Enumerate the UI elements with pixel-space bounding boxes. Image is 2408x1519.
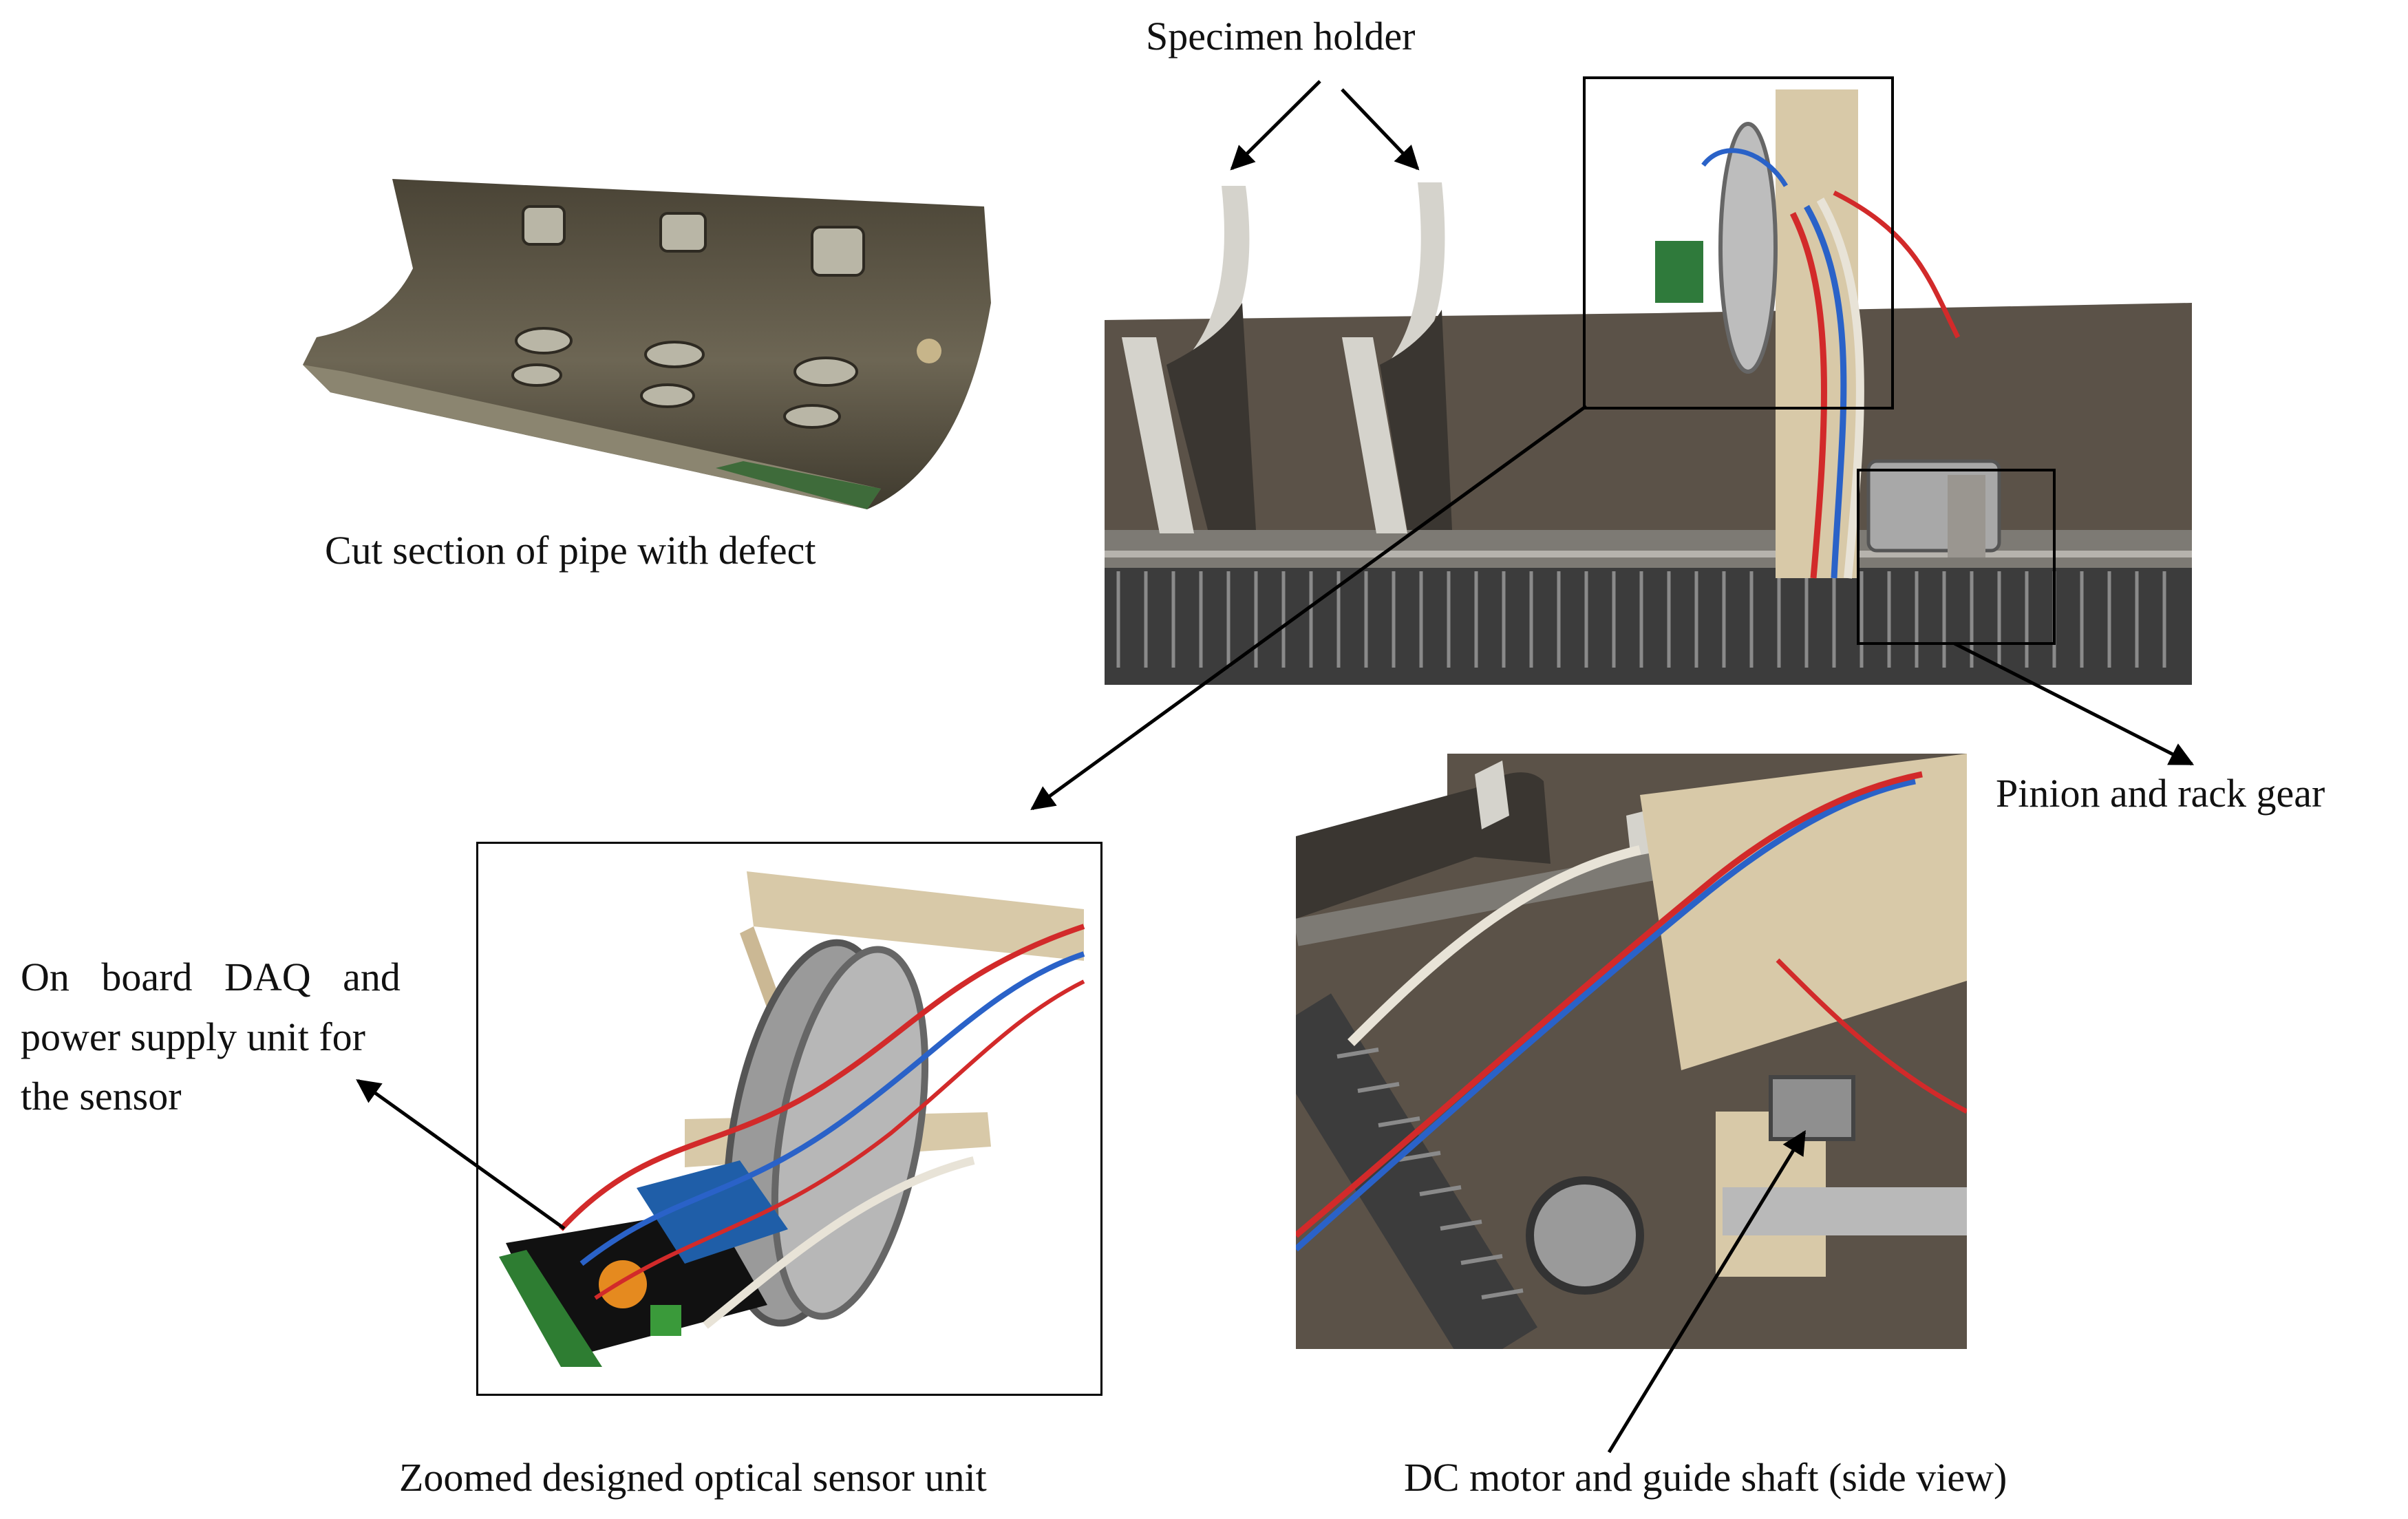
daq-label-line2: power supply unit for (21, 1015, 365, 1059)
cut-section-label: Cut section of pipe with defect (325, 528, 816, 573)
daq-label-line1: On board DAQ and (21, 955, 401, 999)
daq-label-line3: the sensor (21, 1074, 182, 1118)
rig-photo (1105, 76, 2192, 685)
sensor-illustration (478, 844, 1100, 1394)
sensor-photo (476, 842, 1102, 1396)
pipe-photo (303, 165, 991, 523)
rig-illustration (1105, 76, 2192, 685)
specimen-holder-label: Specimen holder (1146, 14, 1416, 59)
motor-illustration (1296, 754, 1967, 1349)
pinion-rack-label: Pinion and rack gear (1996, 771, 2325, 816)
pipe-illustration (303, 179, 991, 509)
zoomed-sensor-label: Zoomed designed optical sensor unit (399, 1455, 987, 1500)
motor-photo (1296, 754, 1967, 1349)
dc-motor-label: DC motor and guide shaft (side view) (1404, 1455, 2007, 1500)
